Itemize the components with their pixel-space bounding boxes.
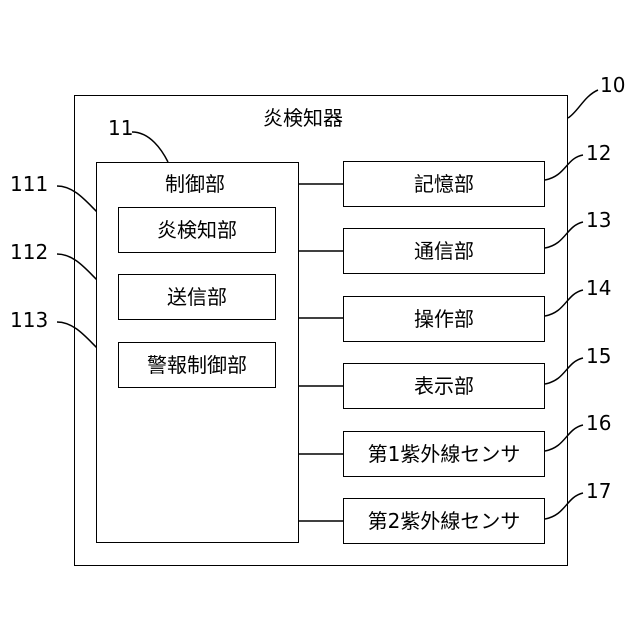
communication-unit-label: 通信部 <box>344 239 544 263</box>
alarm-control-unit-box: 警報制御部 <box>118 342 276 388</box>
uv-sensor-1-box: 第1紫外線センサ <box>343 431 545 477</box>
uv-sensor-1-ref: 16 <box>586 411 611 435</box>
communication-unit-box: 通信部 <box>343 228 545 274</box>
flame-detector-ref: 10 <box>600 73 625 97</box>
memory-unit-label: 記憶部 <box>344 172 544 196</box>
leader-device <box>568 90 598 118</box>
flame-detector-title: 炎検知器 <box>263 106 343 130</box>
uv-sensor-2-label: 第2紫外線センサ <box>344 509 544 533</box>
display-unit-label: 表示部 <box>344 374 544 398</box>
flame-detection-unit-ref: 111 <box>10 172 48 196</box>
display-unit-ref: 15 <box>586 344 611 368</box>
alarm-control-unit-ref: 113 <box>10 308 48 332</box>
transmission-unit-ref: 112 <box>10 240 48 264</box>
operation-unit-box: 操作部 <box>343 296 545 342</box>
flame-detection-unit-label: 炎検知部 <box>119 218 275 242</box>
display-unit-box: 表示部 <box>343 363 545 409</box>
controller-ref: 11 <box>108 116 133 140</box>
alarm-control-unit-label: 警報制御部 <box>119 353 275 377</box>
controller-title: 制御部 <box>165 172 225 196</box>
flame-detection-unit-box: 炎検知部 <box>118 207 276 253</box>
memory-unit-ref: 12 <box>586 141 611 165</box>
transmission-unit-label: 送信部 <box>119 285 275 309</box>
uv-sensor-2-ref: 17 <box>586 479 611 503</box>
communication-unit-ref: 13 <box>586 208 611 232</box>
operation-unit-label: 操作部 <box>344 307 544 331</box>
uv-sensor-1-label: 第1紫外線センサ <box>344 442 544 466</box>
transmission-unit-box: 送信部 <box>118 274 276 320</box>
operation-unit-ref: 14 <box>586 276 611 300</box>
uv-sensor-2-box: 第2紫外線センサ <box>343 498 545 544</box>
memory-unit-box: 記憶部 <box>343 161 545 207</box>
